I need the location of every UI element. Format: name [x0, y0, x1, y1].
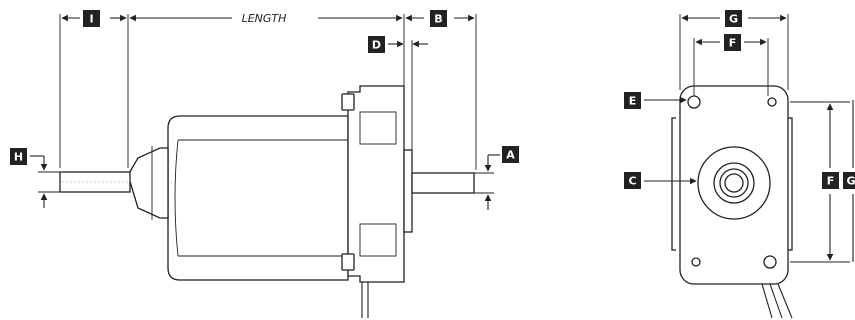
screw — [341, 253, 355, 271]
label-badge-h — [10, 148, 27, 165]
label-b: B — [434, 13, 442, 26]
label-badge-b — [430, 10, 447, 27]
screw — [341, 93, 355, 111]
label-a: A — [506, 149, 515, 162]
rear-boss — [127, 147, 169, 219]
lead-wire — [777, 283, 793, 319]
mounting-hole — [767, 97, 777, 107]
label-i: I — [89, 13, 93, 26]
lead-wire — [761, 283, 773, 319]
front-shaft — [411, 172, 475, 194]
label-g: G — [729, 13, 738, 26]
label-d: D — [372, 39, 381, 52]
length-label: LENGTH — [242, 12, 287, 25]
label-badge-f-right — [822, 172, 839, 189]
label-badge-i — [83, 10, 100, 27]
side-view: I LENGTH B D — [10, 10, 519, 318]
motor-side — [671, 117, 676, 251]
lead-wire — [769, 283, 783, 319]
mounting-hole — [687, 95, 701, 109]
mounting-hole — [691, 257, 701, 267]
shaft-end — [724, 173, 744, 193]
mounting-plate — [347, 85, 405, 283]
mounting-hole — [763, 255, 777, 269]
label-f-right: F — [827, 175, 835, 188]
plate-detail — [359, 111, 397, 145]
motor-body — [167, 115, 349, 281]
plate-detail — [359, 223, 397, 257]
label-badge-e — [624, 92, 641, 109]
label-badge-f — [724, 34, 741, 51]
front-view: G F E C F G — [624, 10, 855, 319]
label-badge-a — [502, 146, 519, 163]
label-badge-g-right — [843, 172, 855, 189]
label-g-right: G — [846, 175, 855, 188]
label-f-top: F — [729, 37, 737, 50]
gasket — [403, 149, 413, 233]
label-e: E — [629, 95, 637, 108]
body-curve — [174, 139, 179, 257]
label-h: H — [14, 151, 23, 164]
motor-side — [788, 117, 793, 251]
label-c: C — [628, 175, 636, 188]
label-badge-c — [624, 172, 641, 189]
label-badge-g — [725, 10, 742, 27]
label-badge-d — [368, 36, 385, 53]
